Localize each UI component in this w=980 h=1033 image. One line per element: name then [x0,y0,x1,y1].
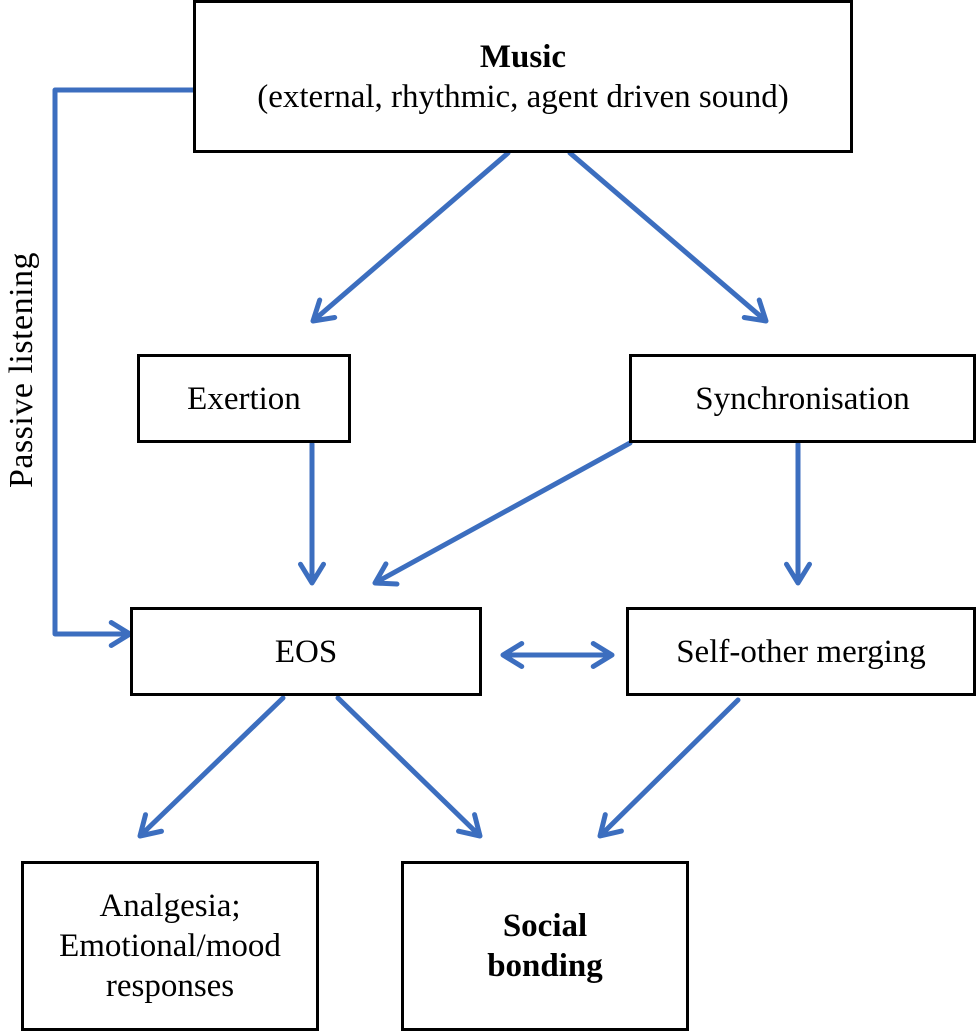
arrow-eos-self-other-bidirectional [500,641,615,669]
eos-node: EOS [130,607,482,696]
analgesia-line-3: responses [105,968,235,1004]
arrow-eos-to-analgesia [137,695,286,839]
passive-listening-label: Passive listening [3,251,40,489]
analgesia-line-2: Emotional/mood [59,928,281,964]
synchronisation-label: Synchronisation [695,380,910,417]
arrow-music-to-synchronisation [567,150,769,324]
analgesia-node: Analgesia; Emotional/mood responses [21,861,319,1031]
arrow-synchronisation-to-self-other [784,441,812,586]
analgesia-line-1: Analgesia; [99,888,241,924]
social-bonding-line-1: Social [502,908,588,944]
exertion-node: Exertion [137,354,351,443]
music-subtitle: (external, rhythmic, agent driven sound) [257,78,789,115]
social-bonding-line-2: bonding [487,948,603,984]
music-node: Music (external, rhythmic, agent driven … [193,0,853,153]
eos-label: EOS [274,633,338,670]
arrow-synchronisation-to-eos [372,440,633,587]
synchronisation-node: Synchronisation [629,354,976,443]
arrow-eos-to-social-bonding [335,695,483,839]
exertion-label: Exertion [187,380,301,417]
self-other-merging-node: Self-other merging [626,607,976,696]
arrow-exertion-to-eos [298,441,326,586]
self-other-merging-label: Self-other merging [676,633,926,670]
social-bonding-node: Social bonding [401,861,689,1031]
arrow-music-to-exertion [310,150,511,324]
arrow-self-other-to-social-bonding [597,697,741,839]
music-title: Music [479,38,567,75]
